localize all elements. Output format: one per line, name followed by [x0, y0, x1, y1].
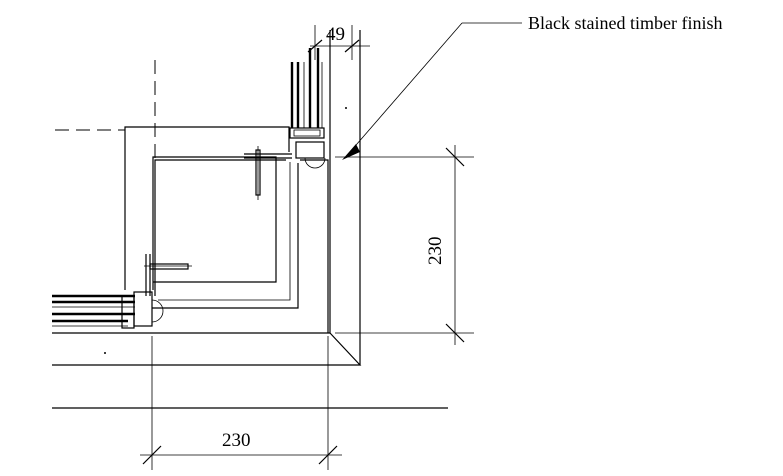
reference-dot	[104, 352, 106, 354]
fixing-screws	[144, 146, 292, 296]
leader-arrowhead	[342, 144, 360, 160]
annotation-leader	[342, 22, 522, 160]
dimension-49-label: 49	[326, 24, 345, 45]
dimension-230-horizontal-label: 230	[222, 430, 251, 451]
annotation-text: Black stained timber finish	[528, 13, 722, 33]
centre-lines	[55, 60, 156, 245]
dimension-right: 230	[335, 145, 474, 345]
dimension-bottom: 230	[140, 336, 342, 470]
reference-dot	[345, 107, 347, 109]
dimension-top: 49	[307, 24, 370, 60]
wall-outline	[52, 30, 448, 409]
dimension-230-vertical-label: 230	[425, 237, 446, 266]
timber-boxing	[124, 126, 329, 333]
left-glazing-frame	[52, 291, 164, 329]
top-glazing-frame	[289, 48, 326, 169]
